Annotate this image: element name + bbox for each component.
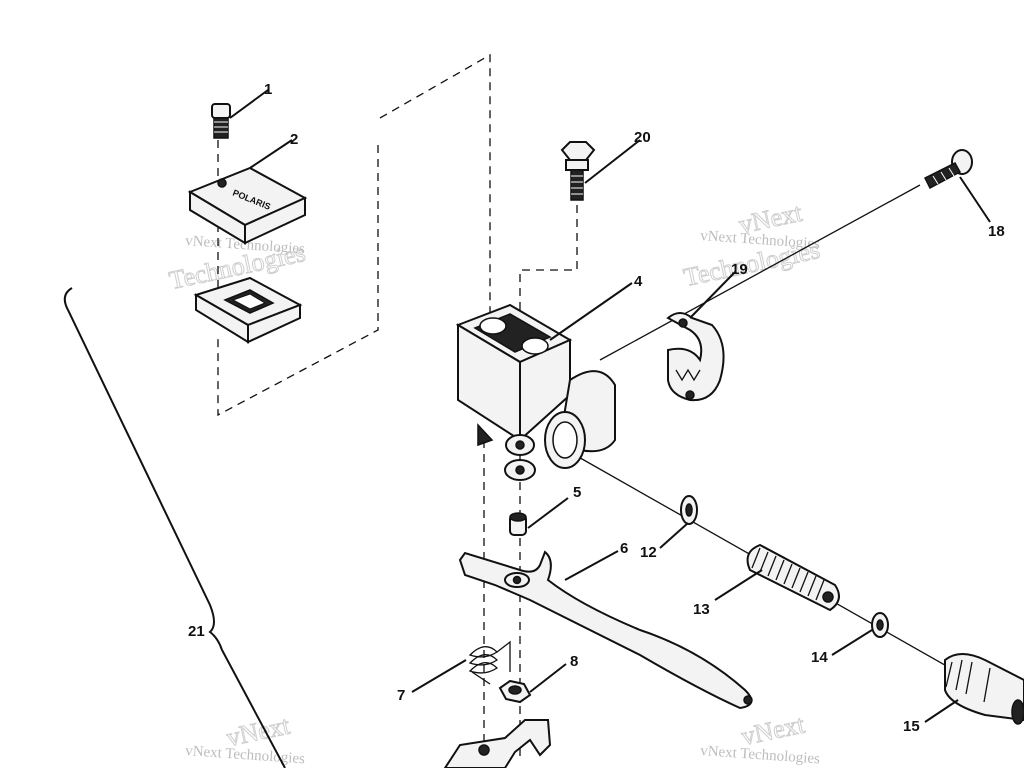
part-4-master-cylinder (455, 303, 616, 481)
callout-1: 1 (264, 81, 272, 98)
part-18-screw (923, 149, 973, 190)
callout-15: 15 (903, 718, 920, 735)
callout-14: 14 (811, 649, 828, 666)
part-7-torsion-spring (468, 640, 511, 685)
watermark-line1: vNext (739, 709, 808, 751)
part-2-reservoir-cover: POLARIS (187, 166, 308, 245)
callout-13: 13 (693, 601, 710, 618)
callout-19: 19 (731, 261, 748, 278)
callout-8: 8 (570, 653, 578, 670)
part-19-clamp (666, 312, 725, 402)
callout-7: 7 (397, 687, 405, 704)
diaphragm-gasket (193, 276, 303, 344)
callout-4: 4 (634, 273, 643, 290)
assembly-brace-21 (63, 287, 286, 768)
part-6-brake-lever (458, 550, 753, 710)
callout-18: 18 (988, 223, 1005, 240)
part-13-spring (746, 543, 840, 612)
callout-21: 21 (188, 623, 205, 640)
watermark-small-bottom-right: vNext Technologies (700, 743, 821, 767)
callout-leaders (229, 89, 991, 723)
part-20-bolt (560, 141, 596, 201)
callout-12: 12 (640, 544, 657, 561)
part-14-washer (871, 612, 889, 638)
assembly-guide-lines (217, 53, 1024, 760)
part-12-washer (680, 495, 698, 525)
callout-2: 2 (290, 131, 298, 148)
watermark-bottom-right: vNext (738, 709, 808, 752)
watermark-small-bottom-left: vNext Technologies (185, 743, 306, 767)
callout-labels: 1 2 4 5 6 7 8 12 13 14 15 18 19 20 21 (188, 81, 1005, 735)
callout-20: 20 (634, 129, 651, 146)
callout-6: 6 (620, 540, 628, 557)
callout-5: 5 (573, 484, 581, 501)
bottom-bracket (443, 719, 552, 768)
part-1-cover-screw (211, 103, 231, 139)
part-8-nut (498, 679, 532, 704)
part-15-piston (944, 653, 1024, 725)
part-5-bushing (509, 512, 527, 536)
